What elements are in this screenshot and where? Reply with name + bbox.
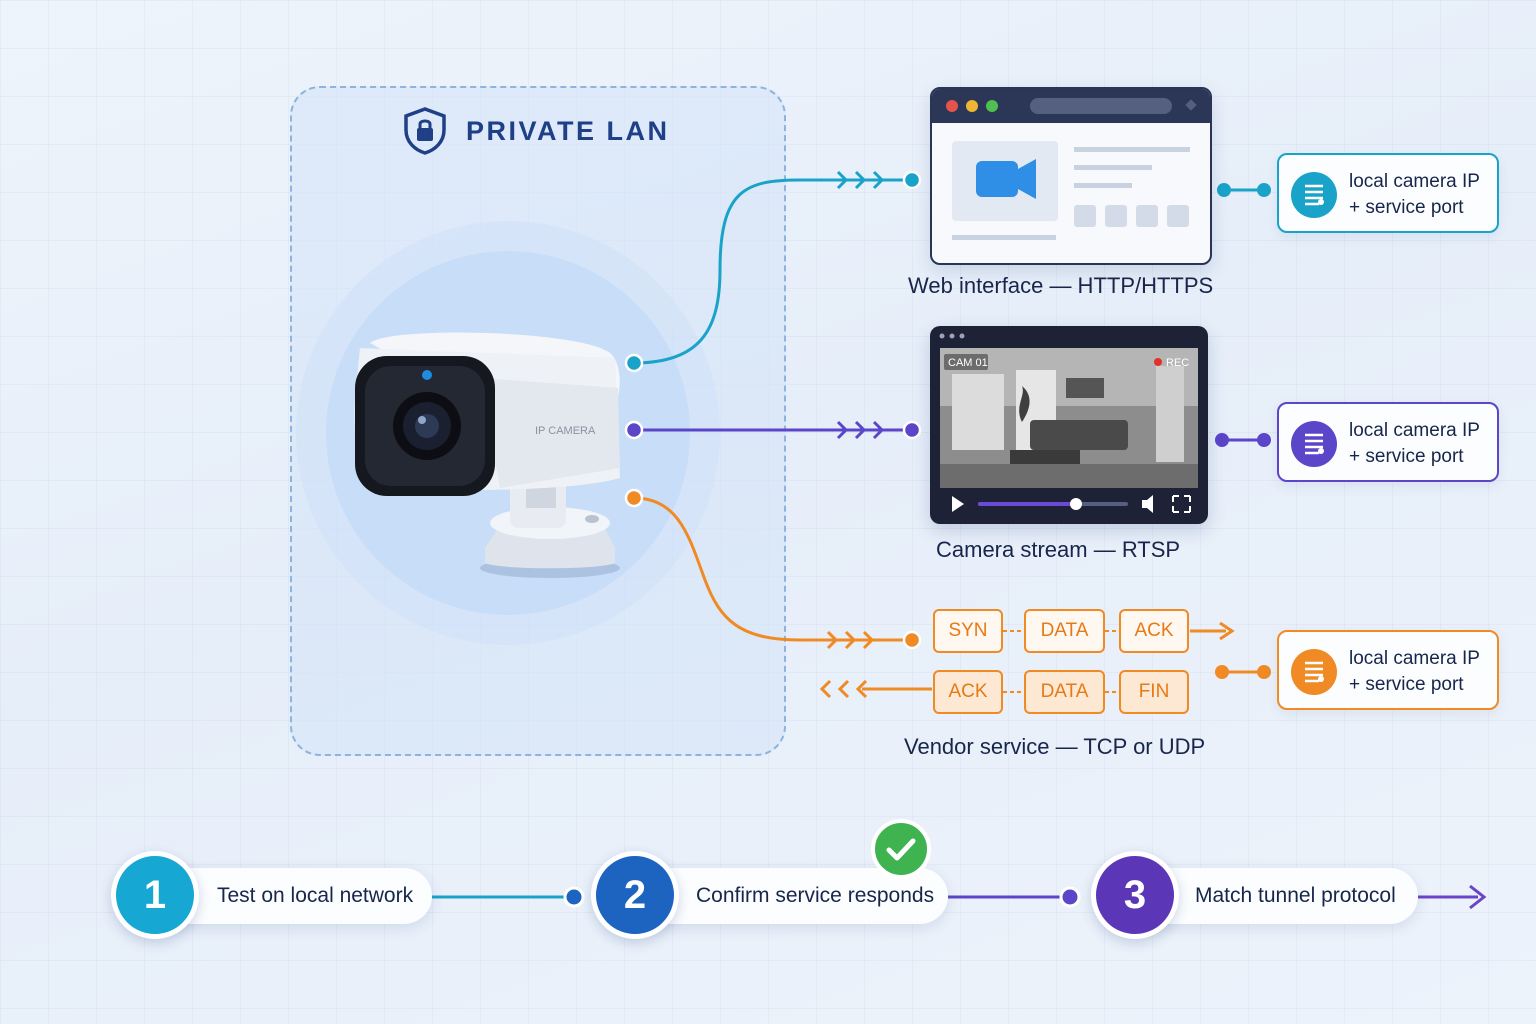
packet-data-in: DATA [1024,670,1105,714]
close-dot-icon [946,100,958,112]
rec-dot-icon [1154,358,1162,366]
rec-label: REC [1166,357,1189,369]
maximize-dot-icon [986,100,998,112]
video-camera-icon [976,161,1018,197]
cam-overlay-label: CAM 01 [948,357,988,369]
camera-brand-label: IP CAMERA [535,425,596,437]
service-caption-vendor: Vendor service — TCP or UDP [904,734,1206,759]
step-3-number: 3 [1091,851,1179,939]
step-3-pill: Match tunnel protocol [1130,868,1418,924]
card-line-ip: local camera IP [1349,420,1480,441]
address-card-http: local camera IP + service port [1277,153,1499,233]
packet-syn: SYN [933,609,1003,653]
browser-titlebar [932,89,1210,123]
lan-title: PRIVATE LAN [402,106,670,156]
card-line-ip: local camera IP [1349,648,1480,669]
minimize-dot-icon [966,100,978,112]
address-bar [1030,98,1172,114]
ip-camera-icon: IP CAMERA [354,332,620,578]
address-card-vendor: local camera IP + service port [1277,630,1499,710]
lan-title-text: PRIVATE LAN [466,115,670,146]
web-page-mockup [952,141,1190,240]
shield-lock-icon [404,107,446,155]
step-2-label: Confirm service responds [696,884,935,907]
service-caption-rtsp: Camera stream — RTSP [936,537,1181,562]
packet-data-out: DATA [1024,609,1105,653]
menu-icon [1185,99,1197,111]
step-2-number: 2 [591,851,679,939]
server-list-icon [1291,172,1337,218]
card-line-port: + service port [1349,197,1464,218]
server-list-icon [1291,421,1337,467]
packet-fin: FIN [1119,670,1189,714]
step-1-label: Test on local network [217,884,414,907]
card-line-port: + service port [1349,674,1464,695]
volume-icon [1142,495,1153,513]
web-interface-window [930,87,1212,265]
server-list-icon [1291,649,1337,695]
play-icon [952,496,964,512]
packet-ack-out: ACK [1119,609,1189,653]
step-1-number: 1 [111,851,199,939]
step-3-label: Match tunnel protocol [1195,884,1396,907]
stream-view: CAM 01 REC [939,333,1198,513]
card-line-port: + service port [1349,446,1464,467]
camera-stream-player: CAM 01 REC [930,326,1208,524]
packet-ack-in: ACK [933,670,1003,714]
fullscreen-icon [1172,495,1191,513]
scrubber-handle [1070,498,1082,510]
card-line-ip: local camera IP [1349,171,1480,192]
checkmark-badge-icon [871,819,931,879]
address-card-rtsp: local camera IP + service port [1277,402,1499,482]
service-caption-http: Web interface — HTTP/HTTPS [908,273,1214,298]
